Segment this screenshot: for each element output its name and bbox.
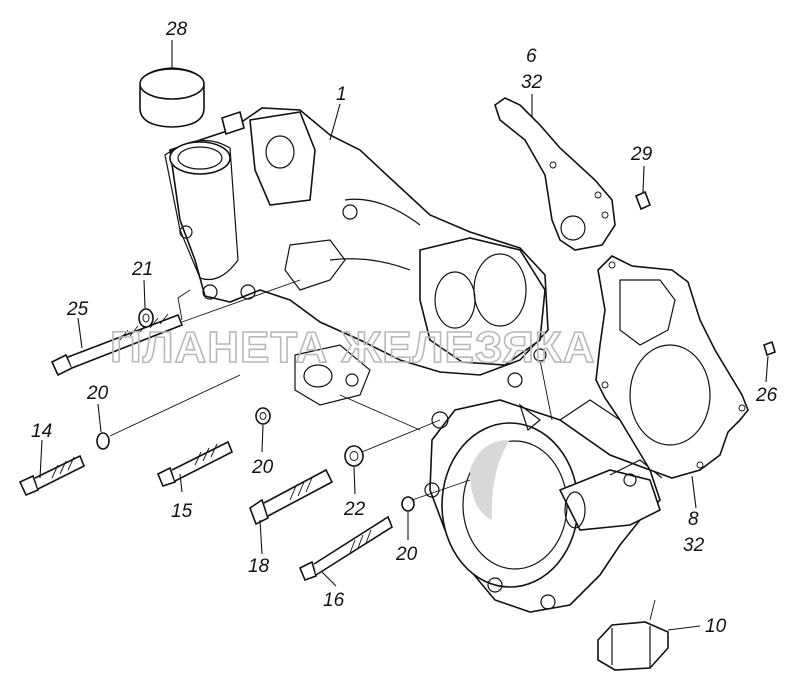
part-28-plug [139,67,205,128]
bolt-18 [249,468,334,526]
callout-28: 28 [165,19,188,40]
callout-6: 6 [526,46,537,67]
callout-labels: 28 1 6 32 29 21 25 20 14 20 15 22 18 20 … [31,19,778,637]
callout-14: 14 [31,421,52,442]
assembly-lines [109,279,656,621]
bolt-16 [298,515,393,582]
washer-22 [344,445,364,467]
bolt-15 [156,440,234,487]
washer-20a [96,432,110,450]
callout-20b: 20 [251,457,274,478]
bolt-25 [50,313,184,377]
callout-29: 29 [630,144,653,165]
bolt-14 [18,454,86,497]
callout-8: 8 [688,509,699,530]
part-6-gasket [494,97,616,251]
callout-21: 21 [131,259,153,280]
part-1-housing [164,107,549,406]
callout-26: 26 [755,385,778,406]
callout-16: 16 [323,590,345,611]
leader-lines [39,40,769,631]
callout-20c: 20 [395,544,418,565]
callout-15: 15 [171,501,193,522]
part-26-plug [763,340,776,357]
part-10-cap [597,621,669,671]
callout-18: 18 [248,556,270,577]
callout-1: 1 [336,84,347,105]
washer-20c [401,496,415,512]
part-29-plug [634,190,652,211]
part-8-gasket [595,255,749,479]
washer-20b [255,407,271,425]
callout-10: 10 [705,616,727,637]
callout-25: 25 [66,299,89,320]
washer-21 [138,308,154,328]
part-lower-housing [424,399,663,613]
watermark-text: ПЛАНЕТА ЖЕЛЕЗЯКА [110,323,596,372]
callout-8-32: 32 [683,535,705,556]
callout-22: 22 [343,499,366,520]
callout-6-32: 32 [521,72,543,93]
callout-20a: 20 [86,383,109,404]
